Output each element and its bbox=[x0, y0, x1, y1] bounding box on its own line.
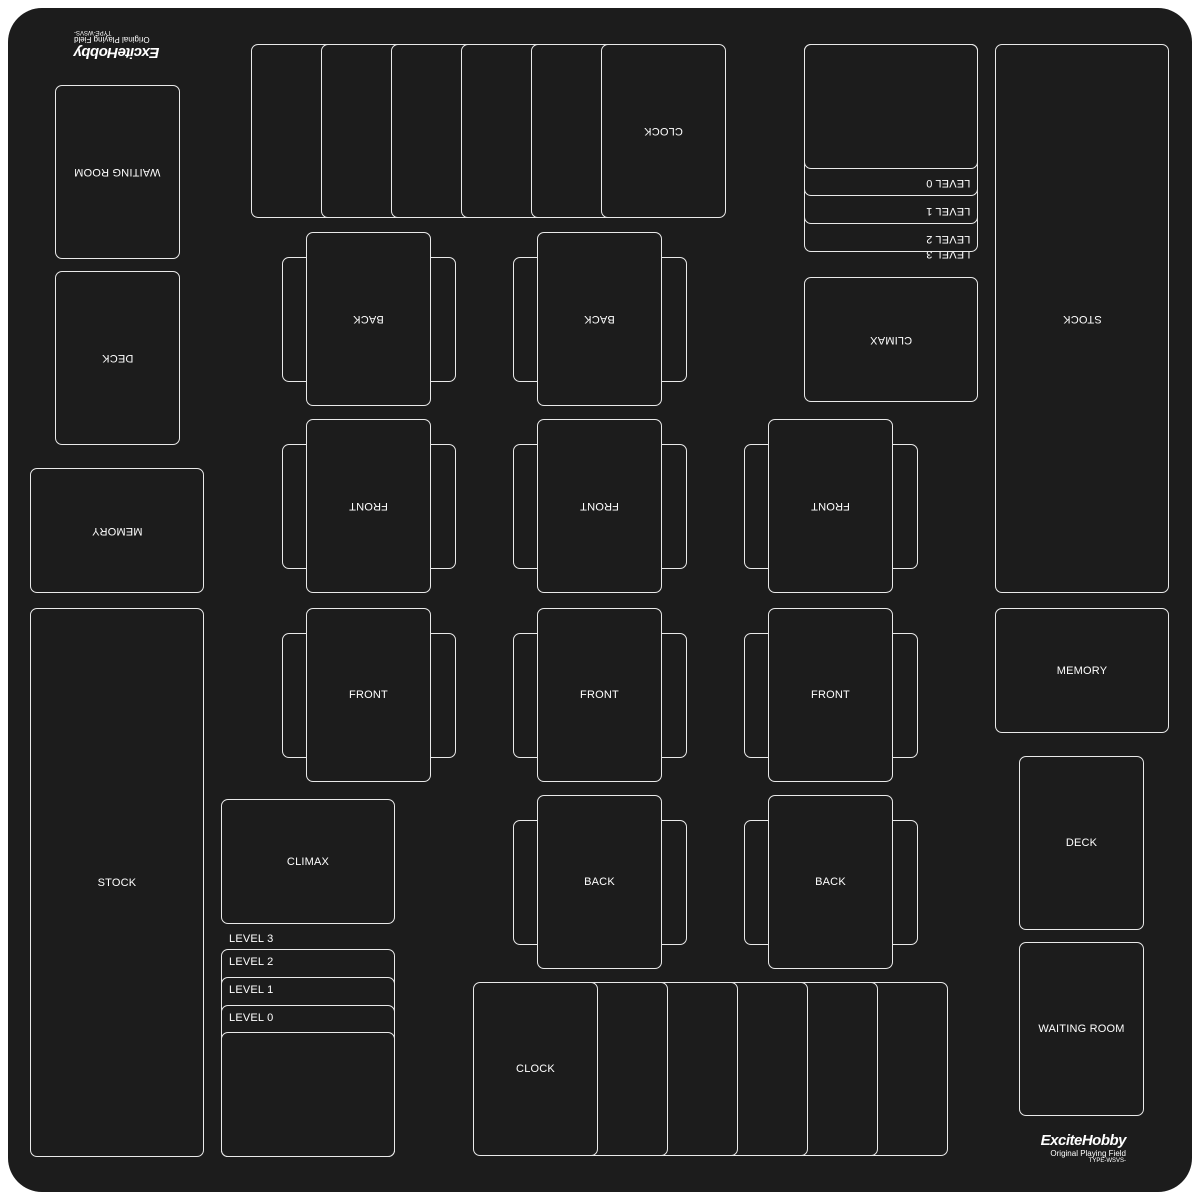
brand-type: TYPE-WSVS- bbox=[1088, 1158, 1126, 1164]
level-label: LEVEL 1 bbox=[925, 205, 970, 217]
front-stage-slot[interactable]: FRONT bbox=[537, 608, 662, 782]
opponent-back-stage-slot[interactable]: BACK bbox=[537, 232, 662, 406]
zone-label: FRONT bbox=[811, 500, 850, 512]
zone-label: STOCK bbox=[1062, 312, 1102, 325]
opponent-waiting-room-zone[interactable]: WAITING ROOM bbox=[55, 85, 180, 259]
brand: ExciteHobby Original Playing Field TYPE-… bbox=[1016, 1132, 1127, 1165]
opponent-back-stage-slot[interactable]: BACK bbox=[306, 232, 431, 406]
opponent-climax-zone[interactable]: CLIMAX bbox=[804, 277, 978, 402]
brand-logo: ExciteHobby bbox=[1040, 1132, 1127, 1149]
zone-label: FRONT bbox=[580, 500, 619, 512]
opponent-memory-zone[interactable]: MEMORY bbox=[30, 468, 204, 593]
zone-label: FRONT bbox=[349, 689, 388, 701]
zone-label: CLOCK bbox=[516, 1063, 555, 1075]
opponent-front-stage-slot[interactable]: FRONT bbox=[306, 419, 431, 593]
clock-zone[interactable]: CLOCK bbox=[473, 982, 598, 1156]
zone-label: FRONT bbox=[811, 689, 850, 701]
zone-label: BACK bbox=[815, 876, 846, 888]
zone-label: BACK bbox=[584, 313, 615, 325]
opponent-front-stage-slot[interactable]: FRONT bbox=[768, 419, 893, 593]
level-label: LEVEL 0 bbox=[925, 177, 970, 189]
front-stage-slot[interactable]: FRONT bbox=[768, 608, 893, 782]
opponent-level-card-slot[interactable] bbox=[804, 44, 978, 169]
zone-label: DECK bbox=[101, 352, 134, 364]
front-stage-slot[interactable]: FRONT bbox=[306, 608, 431, 782]
zone-label: WAITING ROOM bbox=[74, 166, 161, 178]
level-label: LEVEL 0 bbox=[229, 1012, 274, 1024]
memory-zone[interactable]: MEMORY bbox=[995, 608, 1169, 733]
zone-label: DECK bbox=[1065, 837, 1098, 849]
deck-zone[interactable]: DECK bbox=[1019, 756, 1144, 930]
opponent-front-stage-slot[interactable]: FRONT bbox=[537, 419, 662, 593]
level-label: LEVEL 1 bbox=[229, 984, 274, 996]
brand-logo: ExciteHobby bbox=[74, 44, 160, 61]
brand-type: TYPE-WSVS- bbox=[74, 29, 112, 35]
brand-subtitle: Original Playing Field bbox=[1050, 1149, 1126, 1158]
zone-label: CLIMAX bbox=[869, 333, 913, 346]
level-label: LEVEL 2 bbox=[229, 956, 274, 968]
brand-subtitle: Original Playing Field bbox=[74, 35, 150, 44]
level-3-slot[interactable]: LEVEL 3 bbox=[221, 926, 395, 1157]
zone-label: WAITING ROOM bbox=[1038, 1023, 1125, 1035]
stock-zone[interactable]: STOCK bbox=[30, 608, 204, 1157]
opponent-deck-zone[interactable]: DECK bbox=[55, 271, 180, 445]
opponent-clock-zone[interactable]: CLOCK bbox=[601, 44, 726, 218]
zone-label: FRONT bbox=[580, 689, 619, 701]
back-stage-slot[interactable]: BACK bbox=[768, 795, 893, 969]
opponent-stock-zone[interactable]: STOCK bbox=[995, 44, 1169, 593]
opponent-brand: ExciteHobby Original Playing Field TYPE-… bbox=[74, 28, 184, 61]
climax-zone[interactable]: CLIMAX bbox=[221, 799, 395, 924]
level-label: LEVEL 3 bbox=[229, 933, 274, 945]
level-card-slot[interactable] bbox=[221, 1032, 395, 1157]
level-label: LEVEL 2 bbox=[925, 233, 970, 245]
waiting-room-zone[interactable]: WAITING ROOM bbox=[1019, 942, 1144, 1116]
zone-label: CLIMAX bbox=[286, 855, 330, 868]
zone-label: BACK bbox=[353, 313, 384, 325]
back-stage-slot[interactable]: BACK bbox=[537, 795, 662, 969]
zone-label: CLOCK bbox=[644, 125, 683, 137]
zone-label: MEMORY bbox=[1056, 664, 1108, 677]
zone-label: FRONT bbox=[349, 500, 388, 512]
zone-label: BACK bbox=[584, 876, 615, 888]
zone-label: MEMORY bbox=[91, 524, 143, 537]
zone-label: STOCK bbox=[97, 876, 137, 889]
